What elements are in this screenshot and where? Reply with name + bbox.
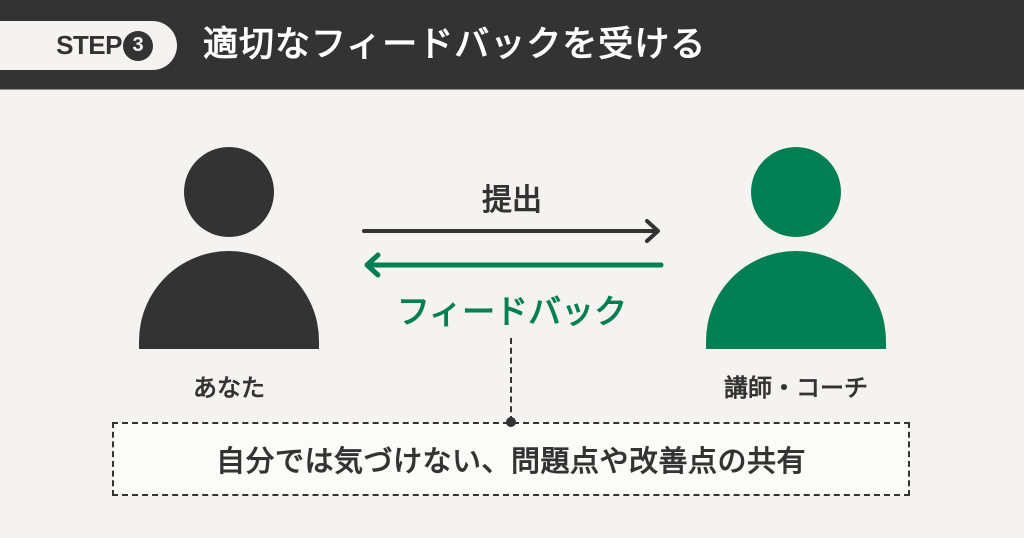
person-you-body — [139, 251, 319, 349]
connector-dashed-line — [510, 338, 512, 422]
submit-label: 提出 — [482, 183, 542, 218]
person-coach-head — [751, 147, 841, 237]
note-box: 自分では気づけない、問題点や改善点の共有 — [112, 422, 910, 496]
person-coach-icon — [706, 147, 886, 349]
step-number-circle: 3 — [123, 30, 153, 61]
person-coach-label: 講師・コーチ — [724, 374, 868, 402]
step-badge: STEP 3 — [0, 21, 177, 70]
person-you-head — [184, 147, 274, 237]
feedback-arrow-icon — [364, 252, 664, 278]
submit-arrow-icon — [362, 219, 660, 243]
feedback-label: フィードバック — [396, 292, 628, 331]
page-title: 適切なフィードバックを受ける — [203, 25, 707, 65]
person-coach-body — [706, 251, 886, 349]
connector-dot-icon — [506, 417, 516, 427]
person-you-label: あなた — [193, 374, 265, 402]
person-you-icon — [139, 147, 319, 349]
header-bar: STEP 3 適切なフィードバックを受ける — [0, 0, 1024, 90]
note-text: 自分では気づけない、問題点や改善点の共有 — [215, 444, 806, 478]
step-label: STEP — [56, 30, 122, 60]
